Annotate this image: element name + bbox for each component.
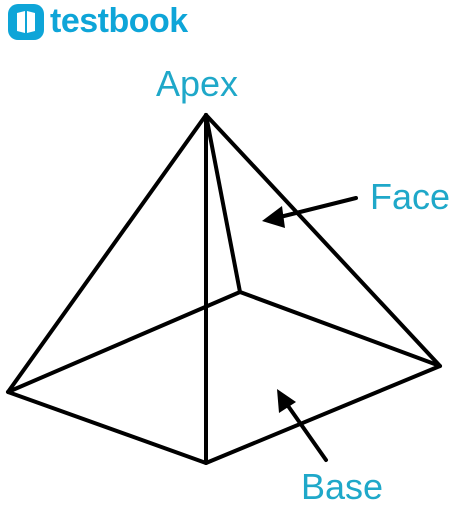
base-label: Base — [301, 466, 383, 507]
face-label: Face — [370, 176, 450, 217]
brand-name: testbook — [50, 2, 188, 40]
edge-apex-right — [204, 113, 442, 368]
apex-label: Apex — [156, 63, 238, 104]
base-arrow — [277, 389, 328, 462]
face-arrow — [262, 196, 358, 228]
pyramid-base-outline — [6, 290, 442, 465]
testbook-logo-icon — [8, 4, 44, 40]
edge-apex-left — [6, 113, 208, 394]
edge-apex-back — [204, 113, 242, 294]
brand-logo: testbook — [8, 2, 188, 42]
